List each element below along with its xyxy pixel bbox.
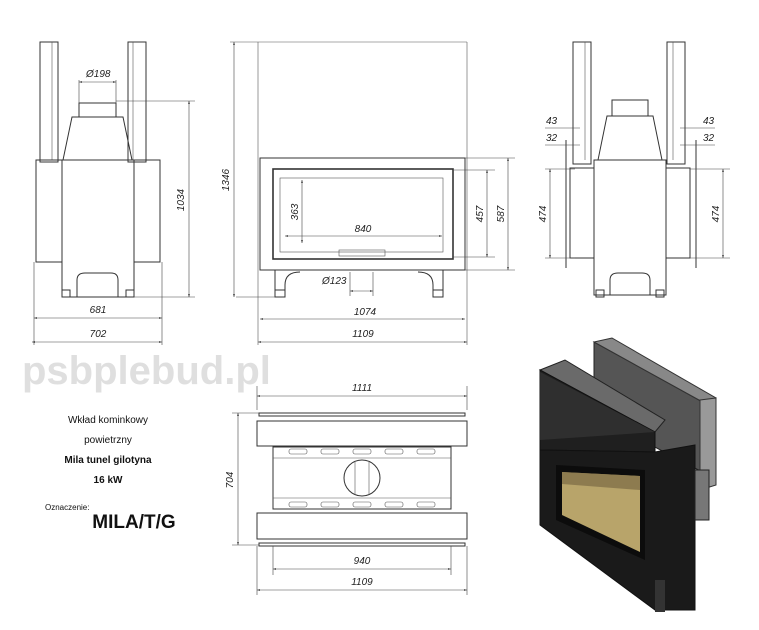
dim-height-474-left: 474 — [538, 205, 549, 222]
dim-height-1034: 1034 — [176, 188, 187, 211]
dim-width-940: 940 — [354, 556, 371, 567]
dim-front-height-587: 587 — [496, 205, 507, 222]
product-power: 16 kW — [94, 475, 123, 486]
dim-offset-32-right: 32 — [703, 133, 715, 144]
dim-width-702: 702 — [90, 329, 107, 340]
dim-height-1346: 1346 — [221, 168, 232, 191]
dim-width-1111: 1111 — [352, 383, 372, 394]
dim-width-1109-top: 1109 — [351, 577, 373, 588]
watermark: psbplebud.pl — [22, 349, 271, 393]
dim-offset-32-left: 32 — [546, 133, 558, 144]
dim-width-681: 681 — [90, 305, 107, 316]
designation-code: MILA/T/G — [92, 512, 175, 533]
info-line-2: powietrzny — [84, 435, 132, 446]
side-view-right: 43 32 43 32 474 474 — [538, 41, 730, 298]
dim-glass-height-363: 363 — [290, 203, 301, 220]
side-view-left: Ø198 1034 681 702 — [32, 41, 195, 345]
dim-offset-43-right: 43 — [703, 116, 715, 127]
dim-diameter-198: Ø198 — [85, 69, 111, 80]
designation-label: Oznaczenie: — [45, 503, 89, 512]
fireplace-render — [538, 337, 717, 612]
info-line-1: Wkład kominkowy — [68, 415, 148, 426]
dim-door-height-457: 457 — [475, 205, 486, 222]
top-view: 1111 704 940 1109 — [225, 383, 468, 595]
front-view: 1346 363 840 457 587 Ø123 1074 1109 — [221, 41, 515, 345]
dim-glass-width-840: 840 — [355, 224, 372, 235]
dim-height-474-right: 474 — [711, 205, 722, 222]
dim-diameter-123: Ø123 — [321, 276, 347, 287]
product-info: Wkład kominkowy powietrzny Mila tunel gi… — [45, 415, 176, 533]
dim-offset-43-left: 43 — [546, 116, 558, 127]
dim-depth-704: 704 — [225, 471, 236, 488]
dim-width-1074: 1074 — [354, 307, 377, 318]
dim-width-1109: 1109 — [352, 329, 374, 340]
product-name: Mila tunel gilotyna — [64, 455, 152, 466]
